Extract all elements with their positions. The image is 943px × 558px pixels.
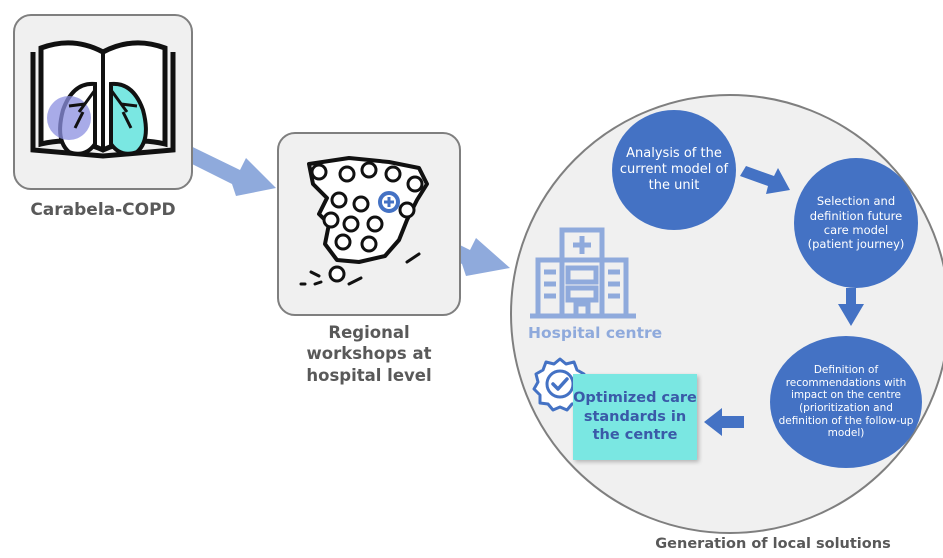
arrow-step3-to-outcome [704,408,744,436]
arrow-step2-to-step3 [838,288,864,326]
step-selection: Selection and definition future care mod… [794,158,918,288]
spain-map-pins-icon [299,156,429,286]
carabela-label: Carabela-COPD [30,200,176,220]
carabela-icon-box [13,14,193,190]
hospital-building-icon [530,227,636,319]
hospital-label: Hospital centre [528,324,663,342]
step-recommendations: Definition of recommendations with impac… [770,336,922,468]
regional-label: Regional workshops at hospital level [306,323,432,385]
book-lungs-icon [30,40,176,159]
step-analysis: Analysis of the current model of the uni… [612,110,736,230]
local-solutions-label: Generation of local solutions [655,536,891,552]
arrow-step1-to-step2 [740,166,790,194]
outcome-box: Optimized care standards in the centre [573,374,697,460]
regional-icon-box [277,132,461,316]
